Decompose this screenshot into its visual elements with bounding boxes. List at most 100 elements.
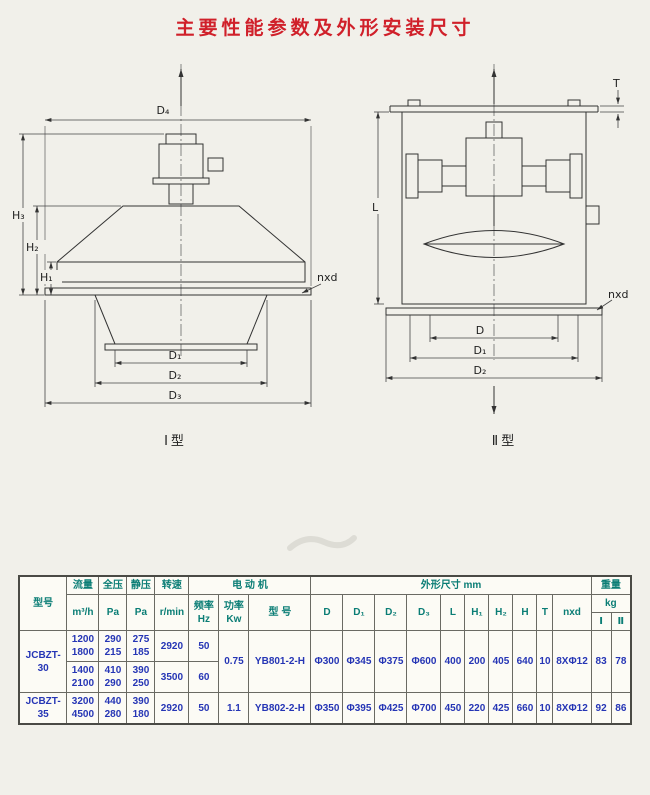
flange-tab-right [567,99,581,107]
diagram-caption-type2: Ⅱ型 [491,433,518,448]
dim-label-d1: D₁ [169,349,182,362]
static-pressure-min: 275 [132,634,150,645]
cell-speed: 2920 [154,630,190,662]
duct-bottom-flange [104,343,258,351]
flow-max: 2100 [71,678,95,689]
dim-label-t: T [612,77,620,90]
total-pressure-min: 410 [104,665,122,676]
cell-dim-nxd: 8XΦ12 [552,692,592,725]
static-pressure-max: 180 [132,709,150,720]
spec-table-section: 型号 流量 全压 静压 转速 电 动 机 外形尺寸 mm 重量 m³/h Pa … [0,575,650,725]
header-motor-model: 型 号 [248,594,312,631]
header-speed-unit: r/min [154,594,190,631]
dim-label-h2: H₂ [26,241,39,254]
dim-label-nxd-type1: nxd [317,271,337,284]
scan-artifact [287,535,357,551]
fan-body-type1 [44,64,312,358]
dimension-labels-type2: T L D D₁ D₂ nxd [372,77,628,377]
dimension-lines-type2 [374,90,624,382]
header-dim-l: L [440,594,466,631]
cell-frequency: 50 [188,630,220,662]
diagram-caption-type1: Ⅰ型 [164,433,187,448]
cell-total-pressure: 440 280 [98,692,128,725]
junction-box [207,157,224,172]
static-pressure-max: 250 [132,678,150,689]
header-dim-h1: H₁ [464,594,490,631]
diagram-type1: D₄ H₃ H₂ H₁ D₁ D₂ D₃ nxd Ⅰ型 [3,60,348,449]
cell-dim-d2: Φ425 [374,692,408,725]
cell-power: 1.1 [218,692,250,725]
header-dim-h2: H₂ [488,594,514,631]
header-power-unit: Kw [226,613,242,625]
header-flow: 流量 [66,575,100,595]
cell-flow: 1200 1800 [66,630,100,662]
dim-label-d1: D₁ [474,344,487,357]
diagram-type1-drawing: D₄ H₃ H₂ H₁ D₁ D₂ D₃ nxd [11,64,337,407]
flow-min: 3200 [71,696,95,707]
cell-frequency: 50 [188,692,220,725]
bearing-flange-right [569,153,583,199]
header-power-label: 功率 [223,600,244,612]
total-pressure-max: 280 [104,709,122,720]
bearing-right [545,159,571,193]
static-pressure-min: 390 [132,696,150,707]
header-weight-group: 重量 [590,575,632,595]
cell-dim-h1: 200 [464,630,490,693]
static-pressure-max: 185 [132,647,150,658]
cell-dim-d: Φ300 [310,630,344,693]
table-row: 1400 2100 410 290 390 250 3500 60 [19,661,631,693]
cell-dim-h: 640 [512,630,538,693]
dim-label-d4: D₄ [157,104,170,117]
model-line1: JCBZT- [25,696,61,707]
header-dim-d1: D₁ [342,594,376,631]
cell-flow: 1400 2100 [66,661,100,693]
header-total-pressure: 全压 [98,575,128,595]
header-motor-group: 电 动 机 [188,575,312,595]
spec-table: 型号 流量 全压 静压 转速 电 动 机 外形尺寸 mm 重量 m³/h Pa … [17,575,633,725]
cell-dim-d1: Φ395 [342,692,376,725]
dim-label-l: L [372,201,379,214]
table-row: JCBZT- 35 3200 4500 440 280 390 180 2920… [18,692,632,725]
header-total-pressure-unit: Pa [98,594,128,631]
flow-min: 1400 [71,665,95,676]
cell-dim-d3: Φ600 [406,630,442,693]
cell-model: JCBZT- 30 [18,630,68,693]
cell-total-pressure: 290 215 [98,630,128,662]
header-frequency: 频率 Hz [188,594,220,631]
header-static-pressure: 静压 [126,575,156,595]
total-pressure-max: 215 [104,647,122,658]
dim-label-d2: D₂ [169,369,182,382]
header-frequency-unit: Hz [197,613,211,625]
model-line2: 35 [37,709,49,720]
diagram-type2-drawing: T L D D₁ D₂ nxd [368,64,628,414]
static-pressure-min: 390 [132,665,150,676]
header-static-pressure-unit: Pa [126,594,156,631]
cell-dim-d: Φ350 [310,692,344,725]
cell-static-pressure: 390 180 [126,692,156,725]
nxd-leader-line [596,299,613,311]
diagram-type2: T L D D₁ D₂ nxd Ⅱ型 [362,60,647,449]
cell-dim-l: 450 [440,692,466,725]
flow-max: 4500 [71,709,95,720]
header-model: 型号 [18,575,68,631]
total-pressure-min: 290 [104,634,122,645]
total-pressure-max: 290 [104,678,122,689]
cell-frequency: 60 [188,661,220,693]
header-dim-d2: D₂ [374,594,408,631]
cell-total-pressure: 410 290 [98,661,128,693]
page-title: 主要性能参数及外形安装尺寸 [175,18,475,39]
cell-dim-h1: 220 [464,692,490,725]
flow-min: 1200 [71,634,95,645]
flow-max: 1800 [71,647,95,658]
model-line1: JCBZT- [25,649,61,661]
cell-speed: 2920 [154,692,190,725]
cell-weight-type2: 78 [610,630,632,693]
table-row: JCBZT- 30 1200 1800 290 215 275 185 2920… [18,630,632,693]
dim-label-nxd-type2: nxd [608,288,628,301]
cell-flow: 3200 4500 [66,692,100,725]
header-dim-d: D [310,594,344,631]
cell-dim-l: 400 [440,630,466,693]
nxd-leader-line [301,283,322,294]
header-frequency-label: 频率 [193,600,214,612]
cell-static-pressure: 275 185 [126,630,156,662]
